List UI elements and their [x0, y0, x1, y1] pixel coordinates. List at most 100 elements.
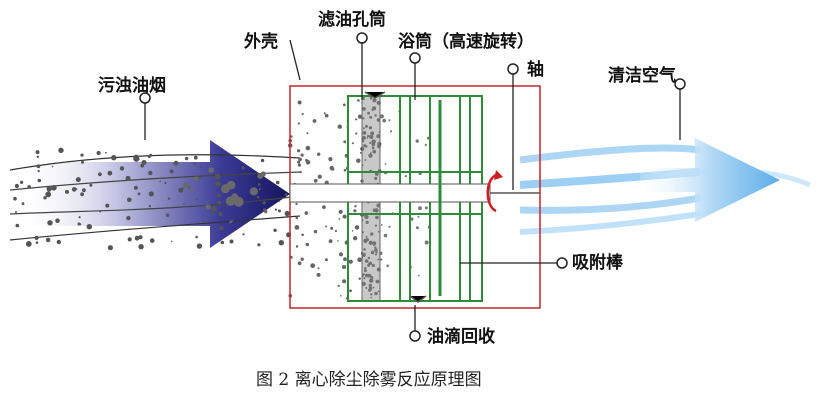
particle — [339, 252, 343, 257]
particle — [208, 167, 214, 173]
particle — [424, 143, 427, 146]
particle — [258, 188, 261, 191]
particle — [119, 166, 125, 171]
particle — [15, 211, 17, 213]
particle — [417, 274, 420, 277]
particle — [127, 237, 132, 242]
label-outer-shell: 外壳 — [244, 32, 278, 52]
particle — [105, 151, 107, 154]
particle — [389, 130, 393, 133]
particle — [305, 145, 311, 151]
particle — [205, 204, 211, 210]
particle — [305, 160, 311, 165]
particle — [96, 150, 101, 156]
particle — [295, 202, 298, 206]
outlet-clean-air-arrow — [519, 138, 811, 235]
particle — [317, 267, 320, 270]
particle — [173, 160, 179, 166]
particle — [297, 163, 301, 167]
particle — [77, 222, 81, 226]
particle — [330, 157, 332, 160]
particle — [149, 238, 155, 243]
particle — [242, 233, 245, 236]
particle — [386, 264, 390, 268]
particle — [264, 209, 268, 214]
particle — [312, 119, 317, 123]
particle — [317, 174, 322, 179]
particle — [310, 263, 316, 269]
particle — [355, 118, 358, 121]
particle — [382, 118, 387, 123]
particle — [125, 175, 131, 181]
particle — [325, 225, 328, 228]
particle — [21, 202, 25, 206]
particle — [284, 210, 290, 217]
particle — [275, 180, 280, 185]
particle — [140, 163, 145, 168]
particle — [324, 258, 328, 262]
particle — [148, 205, 151, 208]
label-adsorption-rod: 吸附棒 — [572, 253, 623, 273]
particle — [164, 181, 167, 185]
particle — [273, 228, 277, 232]
particle — [201, 219, 204, 222]
particle — [86, 224, 93, 230]
particle — [418, 206, 422, 211]
particle — [137, 192, 141, 196]
particle — [295, 216, 299, 220]
label-filter-cylinder: 滤油孔筒 — [318, 10, 386, 30]
particle — [354, 205, 357, 208]
particle — [342, 103, 346, 107]
particle — [56, 239, 61, 245]
particle — [45, 237, 51, 243]
particle — [148, 191, 154, 197]
particle — [27, 185, 32, 189]
particle — [229, 220, 232, 224]
particle — [134, 235, 140, 241]
particle — [343, 257, 347, 262]
particle — [226, 180, 236, 190]
particle — [258, 183, 261, 186]
particle — [99, 210, 102, 213]
particle — [278, 240, 284, 246]
particle — [82, 188, 86, 193]
particle — [351, 230, 354, 232]
particle — [260, 158, 265, 163]
particle — [141, 160, 147, 165]
particle — [133, 154, 140, 161]
particle — [169, 169, 174, 174]
particle — [229, 239, 234, 244]
particle — [322, 205, 326, 210]
particle — [188, 190, 191, 193]
particle — [328, 239, 333, 244]
particle — [231, 193, 238, 200]
particle — [354, 225, 360, 230]
particle — [297, 261, 302, 266]
particle — [210, 212, 214, 216]
particle — [297, 160, 301, 164]
particle — [424, 240, 429, 245]
particle — [380, 258, 383, 261]
particle — [298, 157, 302, 162]
label-dots — [139, 32, 686, 342]
particle — [305, 242, 310, 247]
particle — [417, 215, 420, 218]
particle — [316, 272, 321, 277]
particle — [353, 209, 357, 213]
particle — [215, 181, 221, 187]
particle — [133, 185, 138, 190]
particle — [330, 226, 334, 230]
particle — [47, 220, 53, 226]
shaft — [289, 183, 540, 203]
particle — [147, 154, 151, 158]
particle — [34, 235, 39, 240]
particle — [219, 226, 224, 231]
particle — [80, 192, 84, 197]
particle — [300, 257, 304, 261]
particle — [80, 153, 84, 157]
particle — [284, 193, 288, 196]
particle — [249, 187, 258, 196]
particle — [184, 156, 189, 161]
particle — [25, 241, 32, 247]
